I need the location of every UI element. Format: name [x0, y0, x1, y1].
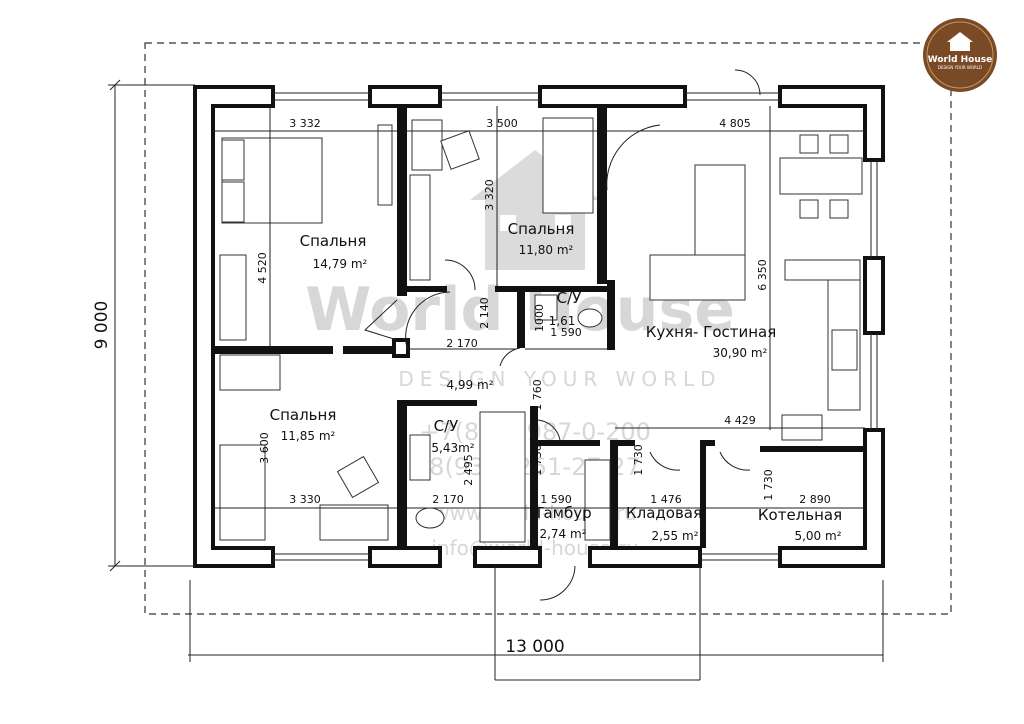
coat-rack-icon [584, 459, 611, 541]
room-area-pantry: 2,55 m² [651, 529, 698, 543]
dim-6350: 6 350 [756, 259, 769, 291]
room-name-bedroom1: Спальня [300, 232, 367, 250]
wardrobe2-icon [219, 354, 281, 391]
dining-table-icon [779, 157, 863, 195]
logo-name: World House [928, 55, 992, 65]
dim-2170a: 2 170 [446, 337, 478, 350]
dim-2170b: 2 170 [432, 493, 464, 506]
dim-3332: 3 332 [289, 117, 321, 130]
stove-icon [831, 329, 858, 371]
kitchen-counter-icon [784, 259, 861, 281]
bed3-icon [219, 444, 266, 541]
interior-dimension-lines [213, 106, 865, 509]
dim-1476: 1 476 [650, 493, 682, 506]
dim-2495: 2 495 [462, 454, 475, 486]
washbasin2-icon [534, 294, 558, 321]
room-area-wc1: 1,61 [549, 314, 576, 328]
desk2-icon [319, 504, 389, 541]
toilet-icon [415, 507, 445, 529]
dim-3500: 3 500 [486, 117, 518, 130]
dim-3330: 3 330 [289, 493, 321, 506]
room-area-bedroom2: 11,80 m² [519, 243, 574, 257]
logo-badge [923, 18, 997, 92]
logo-tagline: DESIGN YOUR WORLD [938, 65, 982, 70]
dim-1730b: 1 730 [632, 444, 645, 476]
dim-4805: 4 805 [719, 117, 751, 130]
room-area-kitchen: 30,90 m² [713, 346, 768, 360]
room-name-bedroom2: Спальня [508, 220, 575, 238]
dim-1000: 1000 [533, 304, 546, 332]
overall-height: 9 000 [92, 301, 112, 350]
dim-3320: 3 320 [483, 179, 496, 211]
windows [273, 92, 878, 561]
dim-3600: 3 600 [258, 432, 271, 464]
room-name-kitchen: Кухня- Гостиная [646, 323, 777, 341]
dim-1730a: 1 730 [531, 444, 544, 476]
room-name-wc1: С/У [557, 289, 582, 307]
room-name-bedroom3: Спальня [270, 406, 337, 424]
dim-1760: 1 760 [531, 379, 544, 411]
room-area-bedroom3: 11,85 m² [281, 429, 336, 443]
toilet2-icon [577, 308, 603, 328]
dim-4520: 4 520 [256, 252, 269, 284]
doors [364, 69, 761, 601]
washbasin-icon [409, 434, 431, 481]
interior-walls [213, 106, 865, 548]
room-name-vestibule: Тамбур [533, 504, 591, 522]
dim-1730c: 1 730 [762, 469, 775, 501]
exterior-walls [193, 85, 885, 568]
dim-2140: 2 140 [478, 297, 491, 329]
room-area-boiler: 5,00 m² [794, 529, 841, 543]
watermark-tagline: DESIGN YOUR WORLD [398, 367, 721, 391]
room-name-pantry: Кладовая [626, 504, 702, 522]
logo: World House DESIGN YOUR WORLD [923, 18, 997, 92]
room-area-hall: 4,99 m² [446, 378, 493, 392]
room-area-vestibule: 2,74 m² [539, 527, 586, 541]
overall-dimensions [108, 79, 884, 681]
chair-icon [440, 130, 480, 170]
room-area-wc2: 5,43m² [431, 441, 474, 455]
dim-1590a: 1 590 [550, 326, 582, 339]
overall-width: 13 000 [505, 637, 564, 657]
dim-2890: 2 890 [799, 493, 831, 506]
dim-1590b: 1 590 [540, 493, 572, 506]
furniture [219, 117, 863, 543]
room-labels: Спальня 14,79 m² Спальня 11,80 m² С/У 1,… [270, 220, 842, 543]
room-name-boiler: Котельная [758, 506, 842, 524]
single-bed-icon [542, 117, 594, 214]
house-icon [947, 32, 973, 51]
dim-4429: 4 429 [724, 414, 756, 427]
room-area-bedroom1: 14,79 m² [313, 257, 368, 271]
desk-icon [411, 119, 443, 171]
bathtub-icon [479, 411, 526, 543]
roof-outline [144, 42, 952, 615]
room-name-wc2: С/У [434, 417, 459, 435]
wardrobe-icon [377, 124, 393, 206]
